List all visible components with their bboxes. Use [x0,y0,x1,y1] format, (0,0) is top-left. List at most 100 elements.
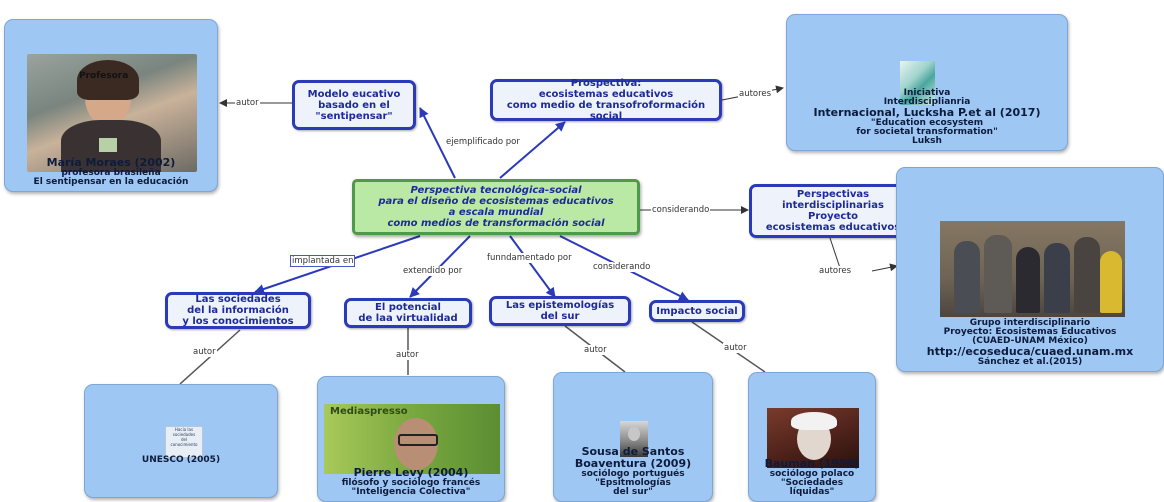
sousa-line-5: del sur" [613,487,653,497]
levy-glasses [398,434,438,446]
grupo-line-4: http://ecoseduca/cuaed.unam.mx [926,345,1134,358]
edge-label-funndamentado: funndamentado por [486,253,573,263]
prospectiva-line-2: ecosistemas educativos [538,89,674,100]
concept-impacto[interactable]: Impacto social [649,300,745,322]
epistemologias-line-1: Las epistemologías [505,300,615,311]
central-line-2: para el diseño de ecosistemas educativos [378,196,614,207]
potencial-line-2: de laa virtualidad [358,313,458,324]
concept-prospectiva[interactable]: Prospectiva: ecosistemas educativos como… [490,78,722,122]
sousa-face [628,427,640,441]
levy-title: Pierre Levy (2004) [353,466,469,479]
central-line-1: Perspectiva tecnológica-social [410,185,582,196]
moraes-hair [77,60,139,100]
moraes-photo: Profesora [27,54,197,172]
perspectivas-line-5: ecosistemas educativos [765,222,901,233]
grupo-person-4 [1044,243,1070,313]
concept-modelo-educativo[interactable]: Modelo eucativo basado en el "sentipensa… [292,80,416,130]
edge-sociedades-unesco [179,329,241,385]
grupo-line-1: Grupo interdisciplinario [969,318,1091,328]
levy-photo: Mediaspresso [324,404,500,474]
central-concept[interactable]: Perspectiva tecnológica-social para el d… [352,179,640,235]
impacto-line-1: Impacto social [656,305,738,317]
bauman-photo [767,408,859,468]
edge-label-autor-unesco: autor [192,347,217,357]
sousa-caption: Sousa de Santos Boaventura (2009) sociól… [575,446,691,497]
prospectiva-line-1: Prospectiva: [570,78,642,89]
modelo-line-2: basado en el [318,99,390,111]
grupo-person-2 [984,235,1012,313]
edge-central-epistemologias [509,235,556,298]
moraes-photo-label: Profesora [79,71,129,81]
card-grupo-interdisciplinario[interactable]: Grupo interdisciplinario Proyecto: Ecosi… [896,167,1164,372]
moraes-sub-2: El sentipensar en la educación [33,177,189,187]
sousa-line-4: "Epsitmologías [595,478,671,488]
grupo-person-3 [1016,247,1040,313]
edge-label-extendido: extendido por [402,266,464,276]
edge-label-autor-levy: autor [395,350,420,360]
bauman-title: Bauman (1999) [764,457,860,470]
edge-label-autor-sousa: autor [583,345,608,355]
sousa-photo [620,421,648,457]
moraes-sub-1: profesora brasileña [61,168,161,178]
iniciativa-line-2: Interdisciplianria [883,97,971,107]
unesco-caption: UNESCO (2005) [142,456,220,465]
prospectiva-line-4: social [589,111,623,122]
unesco-book-cover: Hacia las sociedades del conocimiento [165,426,203,458]
sociedades-line-1: Las sociedades [195,294,281,305]
concept-sociedades[interactable]: Las sociedades del la información y los … [165,292,311,329]
perspectivas-line-2: interdisciplinarias [782,200,884,211]
levy-sub-2: "Inteligencia Colectiva" [351,487,471,497]
grupo-photo [940,221,1125,317]
edge-label-autores-grupo: autores [818,266,853,276]
perspectivas-line-1: Perspectivas [796,189,870,200]
sousa-line-2: Boaventura (2009) [574,457,692,470]
levy-caption: Pierre Levy (2004) filósofo y sociólogo … [342,467,481,497]
bauman-sub-1: sociólogo polaco [769,469,855,479]
unesco-book-2: sociedades [172,432,196,437]
grupo-line-5: Sánchez et al.(2015) [977,357,1083,367]
central-line-3: a escala mundial [448,207,544,218]
iniciativa-line-3: Internacional, Lucksha P.et al (2017) [813,106,1041,119]
concept-epistemologias[interactable]: Las epistemologías del sur [489,296,631,326]
card-maria-moraes[interactable]: Profesora María Moraes (2002) profesora … [4,19,218,192]
unesco-book-4: conocimiento [170,442,198,447]
moraes-caption: María Moraes (2002) profesora brasileña … [34,157,189,187]
unesco-title: UNESCO (2005) [141,455,221,465]
card-unesco[interactable]: Hacia las sociedades del conocimiento UN… [84,384,278,498]
perspectivas-line-4: Proyecto [807,211,858,222]
card-pierre-levy[interactable]: Mediaspresso Pierre Levy (2004) filósofo… [317,376,505,502]
moraes-title: María Moraes (2002) [46,156,176,169]
iniciativa-line-4: "Education ecosystem [870,118,984,128]
grupo-line-3: (CUAED-UNAM México) [972,336,1088,346]
sousa-line-1: Sousa de Santos [581,445,685,458]
card-iniciativa[interactable]: Iniciativa Interdisciplianria Internacio… [786,14,1068,151]
sousa-line-3: sociólogo portugués [581,469,685,479]
levy-photo-label: Mediaspresso [330,406,408,417]
central-line-4: como medios de transformación social [387,218,605,229]
grupo-person-6 [1100,251,1122,313]
bauman-hair [791,412,837,430]
edge-label-autor-bauman: autor [723,343,748,353]
edge-label-implantada: implantada en [290,255,356,267]
card-bauman[interactable]: Bauman (1999) sociólogo polaco "Sociedad… [748,372,876,502]
concept-potencial[interactable]: El potencial de laa virtualidad [344,298,472,328]
potencial-line-1: El potencial [375,302,441,313]
moraes-badge [99,138,117,152]
unesco-book-3: del [180,437,188,442]
iniciativa-line-1: Iniciativa [903,88,951,98]
grupo-caption: Grupo interdisciplinario Proyecto: Ecosi… [927,319,1133,367]
concept-perspectivas[interactable]: Perspectivas interdisciplinarias Proyect… [749,184,917,238]
epistemologias-line-2: del sur [540,311,580,322]
edge-label-autor: autor [235,98,260,108]
iniciativa-cover [900,61,935,105]
edge-label-considerando-impacto: considerando [592,262,652,272]
card-sousa-santos[interactable]: Sousa de Santos Boaventura (2009) sociól… [553,372,713,502]
iniciativa-caption: Iniciativa Interdisciplianria Internacio… [814,89,1041,146]
edge-label-considerando: considerando [651,205,711,215]
edge-autores-grupo [871,263,898,272]
bauman-sub-2: "Sociedades [780,478,844,488]
bauman-sub-3: líquidas" [789,487,835,497]
levy-sub-1: filósofo y sociólogo francés [341,478,481,488]
modelo-line-3: "sentipensar" [315,110,393,122]
edge-perspectivas-grupo [829,237,841,269]
